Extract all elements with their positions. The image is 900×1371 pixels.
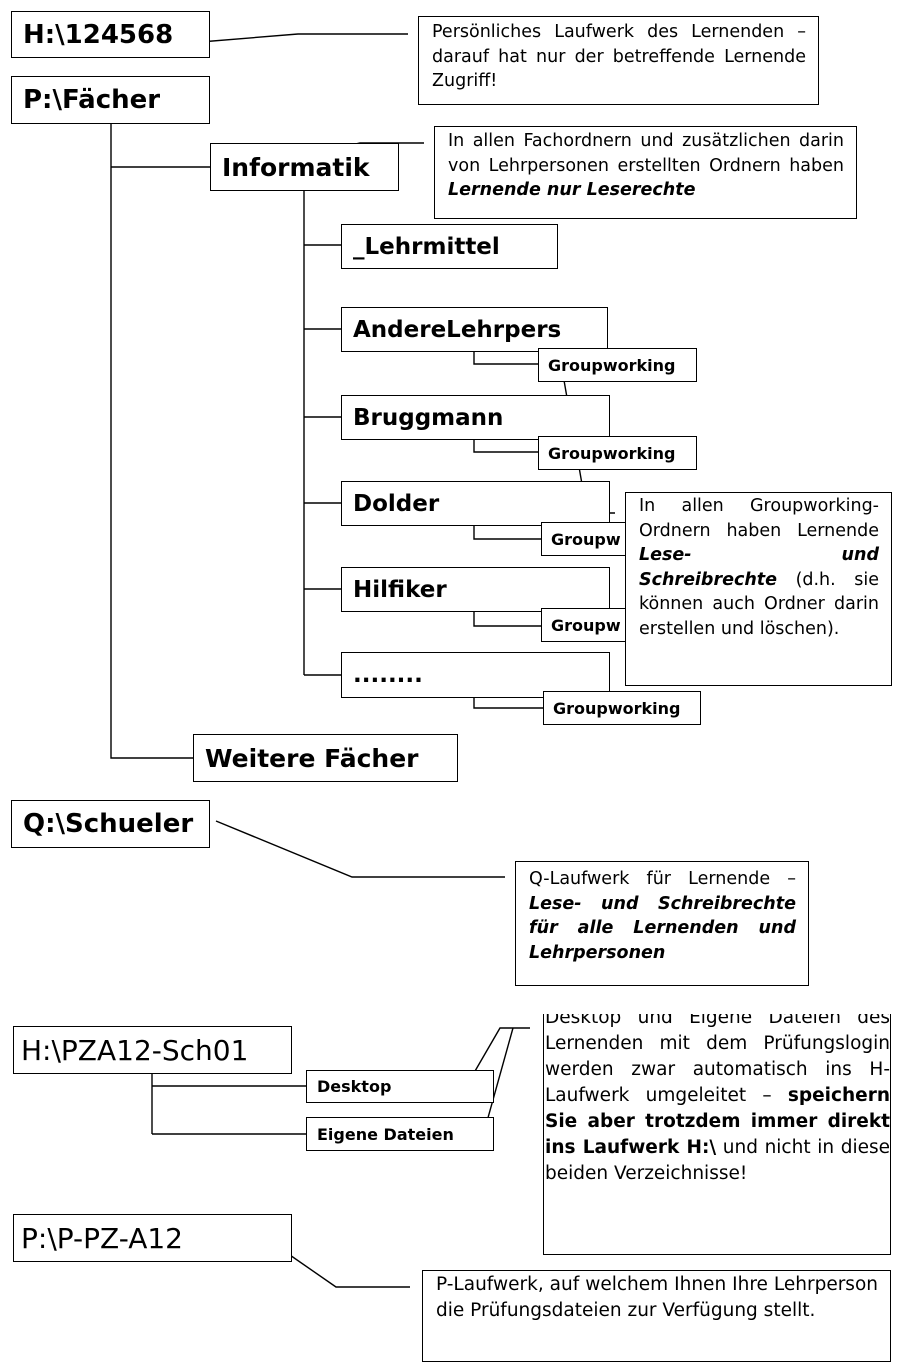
note-redirect-body: Desktop und Eigene Dateien des Lernenden… — [545, 1014, 890, 1187]
drive-q-schueler[interactable]: Q:\Schueler — [11, 800, 210, 848]
drive-h-student[interactable]: H:\124568 — [11, 11, 210, 58]
note-subject-folders-em: Lernende nur Leserechte — [448, 180, 696, 200]
connector-p-note — [286, 1252, 410, 1288]
drive-p-exam[interactable]: P:\P-PZ-A12 — [13, 1214, 292, 1262]
drive-h-exam[interactable]: H:\PZA12-Sch01 — [13, 1026, 292, 1074]
connector-gw5 — [473, 697, 543, 709]
folder-informatik[interactable]: Informatik — [210, 143, 399, 191]
note-personal-drive: Persönliches Laufwerk des Lernenden – da… — [418, 16, 819, 105]
note-q-drive: Q-Laufwerk für Lernende – Lese- und Schr… — [515, 861, 809, 986]
folder-further-subjects[interactable]: Weitere Fächer — [193, 734, 458, 782]
folder-more[interactable]: ........ — [341, 652, 610, 698]
folder-desktop[interactable]: Desktop — [306, 1070, 494, 1103]
note-redirect-text2: und nicht in diese beiden Verzeichnisse! — [545, 1137, 890, 1184]
connector-gw2 — [473, 439, 538, 453]
folder-anderelehrpers[interactable]: AndereLehrpers — [341, 307, 608, 352]
note-q-em: Lese- und Schreibrechte für alle Lernend… — [529, 893, 796, 963]
note-groupworking-text1: In allen Groupworking-Ordnern haben Lern… — [639, 496, 879, 541]
folder-bruggmann[interactable]: Bruggmann — [341, 395, 610, 440]
note-groupworking-em: Lese- und Schreibrechte — [639, 545, 879, 590]
note-groupworking: In allen Groupworking-Ordnern haben Lern… — [625, 492, 892, 686]
note-p-drive: P-Laufwerk, auf welchem Ihnen Ihre Lehrp… — [422, 1270, 891, 1362]
folder-hilfiker[interactable]: Hilfiker — [341, 567, 610, 612]
folder-groupworking[interactable]: Groupworking — [538, 348, 697, 382]
folder-groupworking[interactable]: Groupworking — [543, 691, 701, 725]
folder-dolder[interactable]: Dolder — [341, 481, 610, 526]
drive-p-subjects[interactable]: P:\Fächer — [11, 76, 210, 124]
connector-gw4 — [473, 611, 541, 627]
note-redirect-bold: speichern Sie aber trotzdem immer direkt… — [545, 1085, 890, 1158]
folder-eigene-dateien[interactable]: Eigene Dateien — [306, 1117, 494, 1151]
connector-gw3 — [473, 525, 541, 540]
connector-h-note — [187, 33, 408, 44]
note-q-text: Q-Laufwerk für Lernende – — [529, 869, 796, 889]
folder-lehrmittel[interactable]: _Lehrmittel — [341, 224, 558, 269]
connector-q-note — [215, 820, 505, 878]
note-redirect: Desktop und Eigene Dateien des Lernenden… — [543, 1014, 891, 1255]
note-subject-folders: In allen Fachordnern und zusätzlichen da… — [434, 126, 857, 219]
note-redirect-text1: Desktop und Eigene Dateien des Lernenden… — [545, 1014, 890, 1106]
connector-faecher-trunk — [110, 123, 193, 759]
note-subject-folders-text: In allen Fachordnern und zusätzlichen da… — [448, 131, 844, 176]
connector-gw1 — [473, 351, 538, 365]
connector-redirect-desktop — [470, 1027, 530, 1079]
folder-groupworking[interactable]: Groupworking — [538, 436, 697, 470]
note-groupworking-text2: (d.h. sie können auch Ordner darin erste… — [639, 569, 879, 639]
